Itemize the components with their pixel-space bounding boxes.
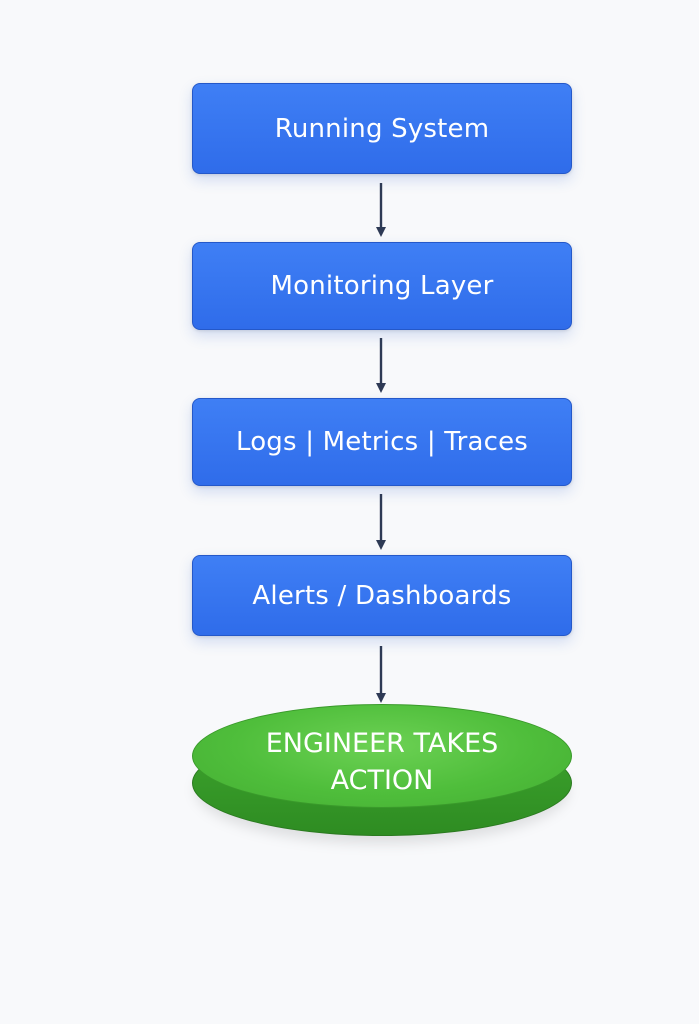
node-logs-metrics-traces: Logs | Metrics | Traces	[192, 398, 572, 486]
node-label: ENGINEER TAKES ACTION	[265, 728, 499, 796]
node-label: Logs | Metrics | Traces	[235, 427, 529, 457]
node-label: Running System	[274, 113, 490, 144]
node-monitoring-layer: Monitoring Layer	[192, 242, 572, 330]
node-engineer-takes-action	[192, 704, 572, 808]
terminal-node-label: ENGINEER TAKES ACTION	[192, 722, 572, 802]
node-label: Monitoring Layer	[270, 271, 494, 301]
node-alerts-dashboards: Alerts / Dashboards	[192, 555, 572, 636]
node-running-system: Running System	[192, 83, 572, 174]
node-label: Alerts / Dashboards	[252, 580, 512, 611]
